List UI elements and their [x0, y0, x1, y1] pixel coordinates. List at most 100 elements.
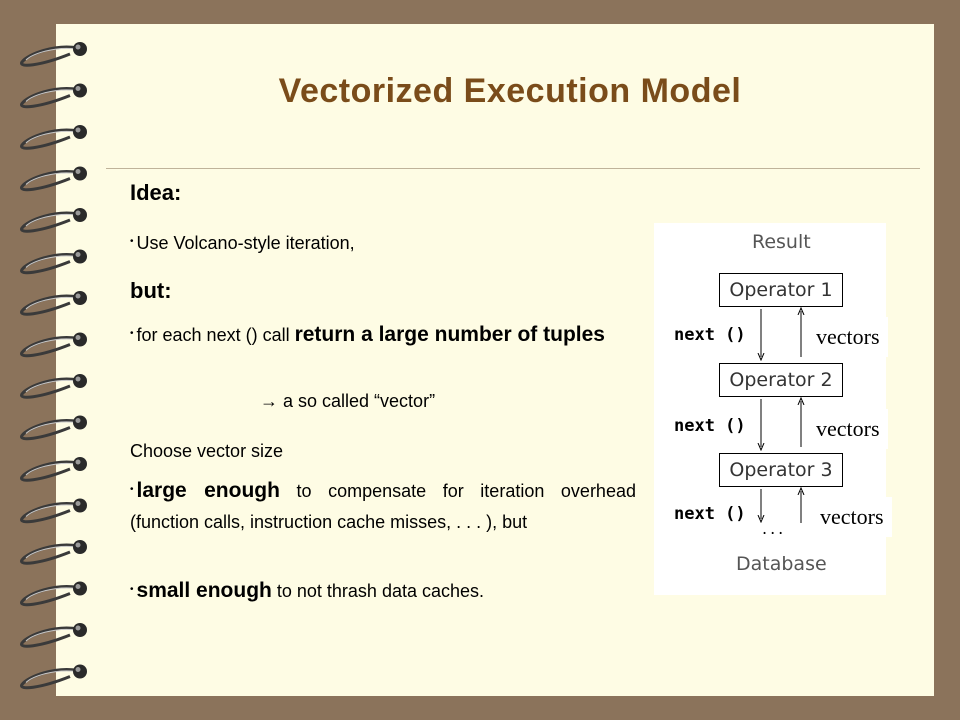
binding-hole — [73, 332, 87, 347]
result-label: Result — [752, 231, 811, 253]
bullet-large-enough: •large enough to compensate for iteratio… — [130, 476, 636, 537]
binding-hole-shine — [75, 210, 81, 216]
bullet-icon: • — [130, 328, 134, 340]
binding-hole — [73, 540, 87, 554]
binding-hole-shine — [75, 667, 81, 672]
bullet-large-enough-emphasis: large enough — [136, 479, 280, 502]
binding-hole — [73, 83, 87, 98]
binding-hole — [73, 415, 87, 430]
bullet-small-enough-emphasis: small enough — [136, 579, 272, 602]
binding-hole — [73, 125, 87, 139]
spiral-ring — [20, 294, 79, 316]
binding-hole — [73, 581, 87, 596]
spiral-ring-highlight — [25, 587, 77, 600]
spiral-ring-highlight — [25, 504, 77, 517]
spiral-ring-highlight — [25, 545, 77, 559]
binding-hole-shine — [75, 252, 81, 257]
but-heading: but: — [130, 278, 172, 303]
spiral-ring-highlight — [25, 670, 77, 683]
spiral-ring-highlight — [25, 421, 77, 434]
spiral-ring-highlight — [25, 462, 77, 476]
binding-hole-shine — [75, 501, 81, 506]
bullet-volcano-text: Use Volcano-style iteration, — [136, 233, 355, 253]
binding-hole-shine — [75, 542, 81, 548]
binding-hole — [73, 291, 87, 305]
binding-hole-shine — [75, 584, 81, 589]
bullet-small-enough-text: to not thrash data caches. — [271, 581, 485, 601]
spiral-ring — [20, 336, 79, 358]
binding-hole-shine — [75, 86, 81, 91]
next-call-label-3: next () — [674, 504, 746, 524]
spiral-ring — [20, 543, 79, 565]
spiral-ring — [20, 45, 79, 67]
title-divider — [106, 168, 920, 169]
binding-hole — [73, 249, 87, 264]
vectors-label-2: vectors — [808, 409, 888, 449]
bullet-icon: • — [130, 236, 134, 248]
spiral-ring — [20, 668, 79, 690]
database-label: Database — [736, 553, 827, 575]
spiral-ring — [20, 377, 79, 399]
spiral-ring — [20, 87, 79, 109]
binding-hole — [73, 664, 87, 679]
spiral-ring — [20, 585, 79, 607]
binding-hole — [73, 208, 87, 222]
slide-title: Vectorized Execution Model — [278, 72, 742, 110]
operator-diagram: Result Operator 1 Operator 2 Operator 3 … — [654, 223, 892, 595]
spiral-ring — [20, 170, 79, 192]
bullet-next-call-emphasis: return a large number of tuples — [294, 323, 605, 346]
spiral-ring-highlight — [25, 338, 77, 351]
bullet-icon: • — [130, 584, 134, 596]
spiral-ring-highlight — [25, 628, 77, 642]
spiral-ring-highlight — [25, 255, 77, 268]
spiral-ring — [20, 211, 79, 233]
spiral-ring-highlight — [25, 47, 77, 61]
spiral-ring — [20, 626, 79, 648]
spiral-ring — [20, 502, 79, 524]
spiral-ring — [20, 128, 79, 150]
ellipsis: ... — [762, 519, 787, 538]
vector-note: → a so called “vector” — [260, 391, 436, 411]
binding-hole — [73, 374, 87, 388]
choose-heading: Choose vector size — [130, 441, 284, 461]
binding-hole-shine — [75, 293, 81, 299]
bullet-icon: • — [130, 484, 134, 496]
spiral-ring-highlight — [25, 130, 77, 144]
operator-1-box: Operator 1 — [719, 273, 843, 307]
next-call-label-1: next () — [674, 325, 746, 345]
binding-hole — [73, 498, 87, 513]
spiral-ring — [20, 253, 79, 275]
bullet-next-call-text: for each next () call — [136, 325, 295, 345]
spiral-ring-highlight — [25, 172, 77, 185]
next-call-label-2: next () — [674, 416, 746, 436]
idea-heading: Idea: — [130, 180, 182, 205]
binding-hole-shine — [75, 44, 81, 50]
binding-hole-shine — [75, 376, 81, 382]
spiral-ring-highlight — [25, 379, 77, 393]
binding-hole-shine — [75, 127, 81, 133]
binding-hole — [73, 166, 87, 181]
binding-hole-shine — [75, 418, 81, 423]
spiral-binding — [20, 42, 87, 690]
spiral-ring-highlight — [25, 213, 77, 227]
binding-hole — [73, 623, 87, 637]
binding-hole-shine — [75, 459, 81, 465]
spiral-ring-highlight — [25, 89, 77, 102]
binding-hole-shine — [75, 335, 81, 340]
operator-2-box: Operator 2 — [719, 363, 843, 397]
spiral-ring — [20, 419, 79, 441]
flow-arrows — [654, 223, 886, 523]
vectors-label-1: vectors — [808, 317, 888, 357]
vectors-label-3: vectors — [812, 497, 892, 537]
bullet-volcano: •Use Volcano-style iteration, — [130, 228, 636, 259]
operator-3-box: Operator 3 — [719, 453, 843, 487]
binding-hole-shine — [75, 169, 81, 174]
spiral-ring — [20, 460, 79, 482]
binding-hole — [73, 457, 87, 471]
spiral-ring-highlight — [25, 296, 77, 310]
bullet-small-enough: •small enough to not thrash data caches. — [130, 576, 636, 607]
bullet-next-call: •for each next () call return a large nu… — [130, 320, 636, 351]
bullet-large-enough-text: to compensate for iteration overhead (fu… — [130, 481, 636, 533]
binding-hole-shine — [75, 625, 81, 631]
binding-hole — [73, 42, 87, 56]
